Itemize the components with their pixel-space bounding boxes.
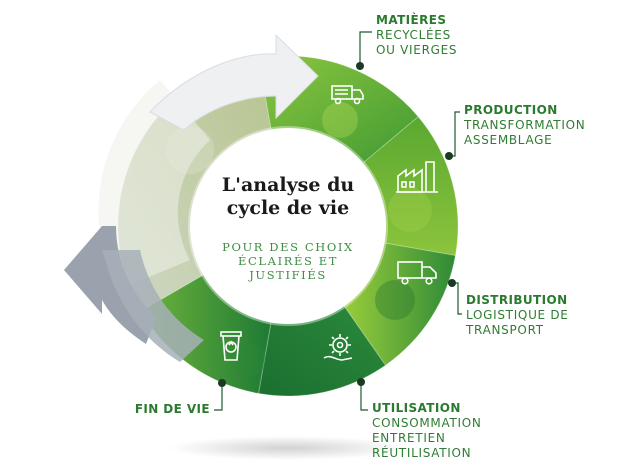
stage-line: TRANSFORMATION <box>464 118 586 132</box>
gear-hand-icon <box>323 334 353 361</box>
bottom-cycle-arrow-body <box>102 250 204 362</box>
ring-texture-blob <box>388 188 432 232</box>
stage-title: PRODUCTION <box>464 103 558 117</box>
label-distribution: DISTRIBUTION LOGISTIQUE DE TRANSPORT <box>466 293 569 338</box>
center-title: L'analyse du cycle de vie <box>190 174 386 220</box>
center-title-line: cycle de vie <box>226 197 350 219</box>
factory-icon <box>396 161 438 193</box>
leader-dots <box>218 62 456 387</box>
stage-line: LOGISTIQUE DE <box>466 308 569 322</box>
stage-line: RÉUTILISATION <box>372 446 472 460</box>
stage-line: OU VIERGES <box>376 43 458 57</box>
label-production: PRODUCTION TRANSFORMATION ASSEMBLAGE <box>464 103 585 148</box>
label-matieres: MATIÈRES RECYCLÉES OU VIERGES <box>376 13 457 58</box>
stage-line: ASSEMBLAGE <box>464 133 553 147</box>
label-fin-de-vie: FIN DE VIE <box>120 402 210 417</box>
leader-fin-de-vie <box>214 384 223 411</box>
center-title-line: L'analyse du <box>221 174 355 196</box>
center-subtitle-line: POUR DES CHOIX <box>222 240 354 254</box>
ring-shadow <box>168 436 408 460</box>
center-subtitle-line: ÉCLAIRÉS ET <box>238 254 338 268</box>
center-subtitle: POUR DES CHOIX ÉCLAIRÉS ET JUSTIFIÉS <box>190 240 386 282</box>
garbage-truck-icon <box>331 85 364 105</box>
stage-title: MATIÈRES <box>376 13 447 27</box>
leader-matieres <box>359 31 372 64</box>
leader-distribution <box>452 282 462 315</box>
ring-texture-blob <box>322 102 358 138</box>
stage-line: RECYCLÉES <box>376 28 451 42</box>
delivery-truck-icon <box>397 261 437 285</box>
leader-production <box>449 111 460 157</box>
center-circle: L'analyse du cycle de vie POUR DES CHOIX… <box>190 128 386 324</box>
stage-title: FIN DE VIE <box>134 402 210 416</box>
dot-utilisation <box>357 378 365 386</box>
dot-fin-de-vie <box>218 379 226 387</box>
stage-line: ENTRETIEN <box>372 431 446 445</box>
faded-overlay <box>98 80 210 290</box>
stage-title: DISTRIBUTION <box>466 293 568 307</box>
recycling-bin-icon <box>220 331 242 361</box>
ring-texture-blob <box>375 280 415 320</box>
center-subtitle-line: JUSTIFIÉS <box>249 268 327 282</box>
dot-matieres <box>356 62 364 70</box>
top-cycle-arrow <box>149 33 319 131</box>
dot-distribution <box>448 279 456 287</box>
dot-production <box>445 152 453 160</box>
stage-line: CONSOMMATION <box>372 416 482 430</box>
label-utilisation: UTILISATION CONSOMMATION ENTRETIEN RÉUTI… <box>372 401 482 461</box>
leader-utilisation <box>360 383 368 411</box>
ring-texture-blob <box>234 344 266 376</box>
stage-title: UTILISATION <box>372 401 461 415</box>
stage-line: TRANSPORT <box>466 323 544 337</box>
